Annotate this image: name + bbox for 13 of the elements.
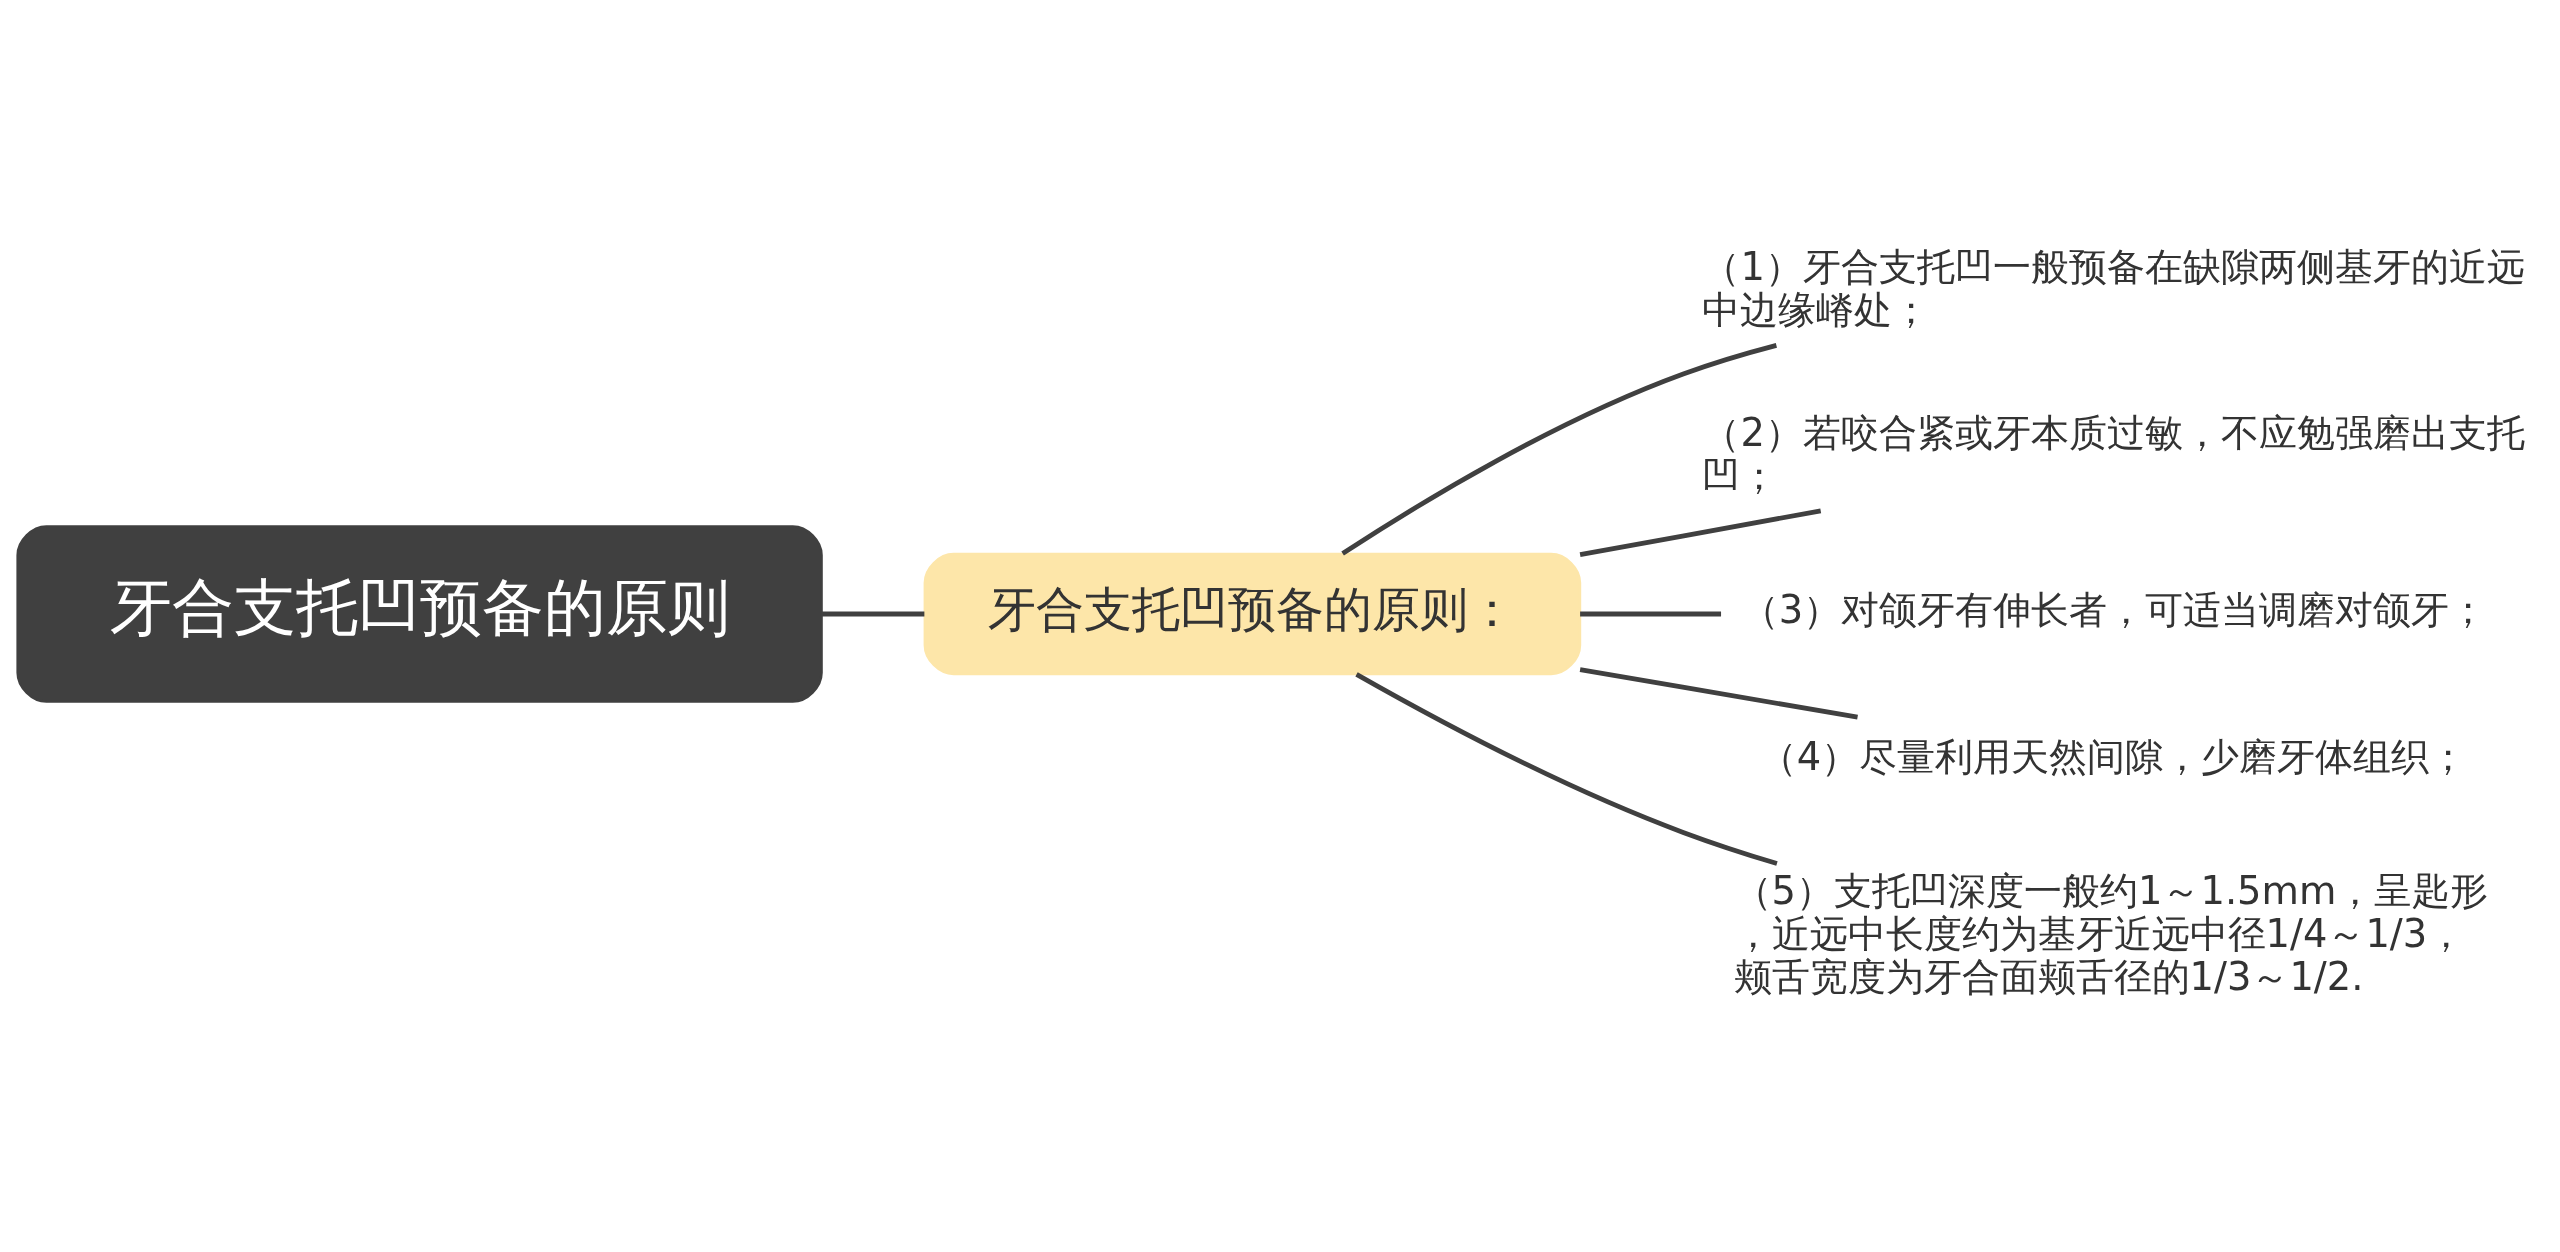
connector [1579,667,1858,720]
node-text: （5）支托凹深度一般约1～1.5mm，呈匙形，近远中长度约为基牙近远中径1/4～1/3，颊舌宽度为牙合面颊舌径的1/3～1/2. [1733,867,2489,1000]
node-text: （3）对颌牙有伸长者，可适当调磨对颌牙； [1740,587,2488,633]
connector [1341,343,1777,556]
node-box: 牙合支托凹预备的原则 [16,525,823,703]
node-text: （1）牙合支托凹一般预备在缺隙两侧基牙的近远中边缘嵴处； [1702,243,2525,333]
node-text: （4）尽量利用天然间隙，少磨牙体组织； [1758,733,2468,779]
node-box: 牙合支托凹预备的原则： [923,552,1582,676]
node-text: （2）若咬合紧或牙本质过敏，不应勉强磨出支托凹； [1702,409,2525,498]
connector [1355,672,1778,866]
connector [822,611,925,617]
connector [1580,611,1722,617]
connector [1579,508,1822,558]
